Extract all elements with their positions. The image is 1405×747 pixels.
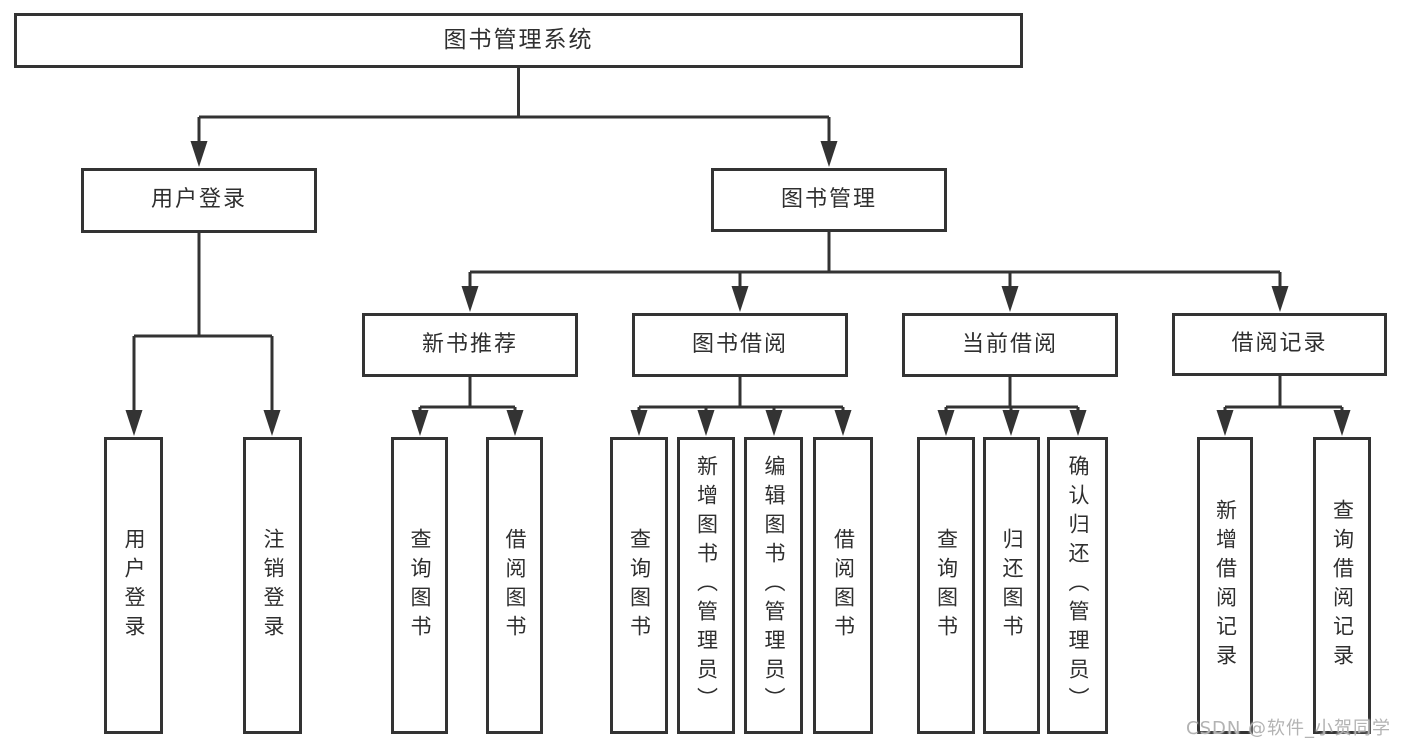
leaf-label: 用户登录: [122, 527, 146, 644]
leaf-return-book: 归还图书: [983, 437, 1040, 734]
leaf-label: 查询图书: [934, 527, 959, 644]
node-label: 图书借阅: [691, 331, 788, 357]
node-label: 新书推荐: [421, 331, 518, 357]
leaf-confirm-return-admin: 确认归还（管理员）: [1047, 437, 1108, 734]
node-library-management-system: 图书管理系统: [14, 13, 1023, 68]
leaf-label: 注销登录: [261, 527, 285, 644]
leaf-query-books-borrow: 查询图书: [610, 437, 668, 734]
node-label: 图书管理: [780, 186, 877, 212]
leaf-edit-book-admin: 编辑图书（管理员）: [744, 437, 803, 734]
leaf-label: 归还图书: [1000, 527, 1024, 644]
node-label: 借阅记录: [1231, 331, 1328, 357]
node-current-borrow: 当前借阅: [902, 313, 1118, 377]
leaf-label: 新增借阅记录: [1213, 498, 1238, 673]
node-label: 用户登录: [150, 187, 247, 213]
leaf-query-books-recommend: 查询图书: [391, 437, 448, 734]
leaf-borrow-books-recommend: 借阅图书: [486, 437, 543, 734]
watermark-text: CSDN @软件_小贺同学: [1186, 718, 1392, 739]
leaf-add-borrow-record: 新增借阅记录: [1197, 437, 1253, 734]
leaf-user-login: 用户登录: [104, 437, 163, 734]
node-book-management: 图书管理: [711, 168, 947, 232]
leaf-query-borrow-record: 查询借阅记录: [1313, 437, 1371, 734]
leaf-label: 借阅图书: [503, 527, 527, 644]
node-book-borrow: 图书借阅: [632, 313, 848, 377]
leaf-borrow-books-borrow: 借阅图书: [813, 437, 873, 734]
node-new-book-recommend: 新书推荐: [362, 313, 578, 377]
node-label: 当前借阅: [961, 331, 1058, 357]
leaf-label: 借阅图书: [831, 527, 856, 644]
leaf-logout: 注销登录: [243, 437, 302, 734]
leaf-label: 查询图书: [627, 527, 652, 644]
node-borrow-records: 借阅记录: [1172, 313, 1387, 376]
leaf-query-books-current: 查询图书: [917, 437, 975, 734]
leaf-label: 查询图书: [408, 527, 432, 644]
leaf-label: 查询借阅记录: [1330, 498, 1355, 673]
leaf-add-book-admin: 新增图书（管理员）: [677, 437, 735, 734]
leaf-label: 编辑图书（管理员）: [762, 455, 786, 716]
node-user-login: 用户登录: [81, 168, 317, 233]
node-label: 图书管理系统: [443, 26, 594, 53]
arrowheads: [125, 141, 1351, 436]
leaf-label: 新增图书（管理员）: [694, 455, 719, 716]
leaf-label: 确认归还（管理员）: [1066, 455, 1090, 716]
